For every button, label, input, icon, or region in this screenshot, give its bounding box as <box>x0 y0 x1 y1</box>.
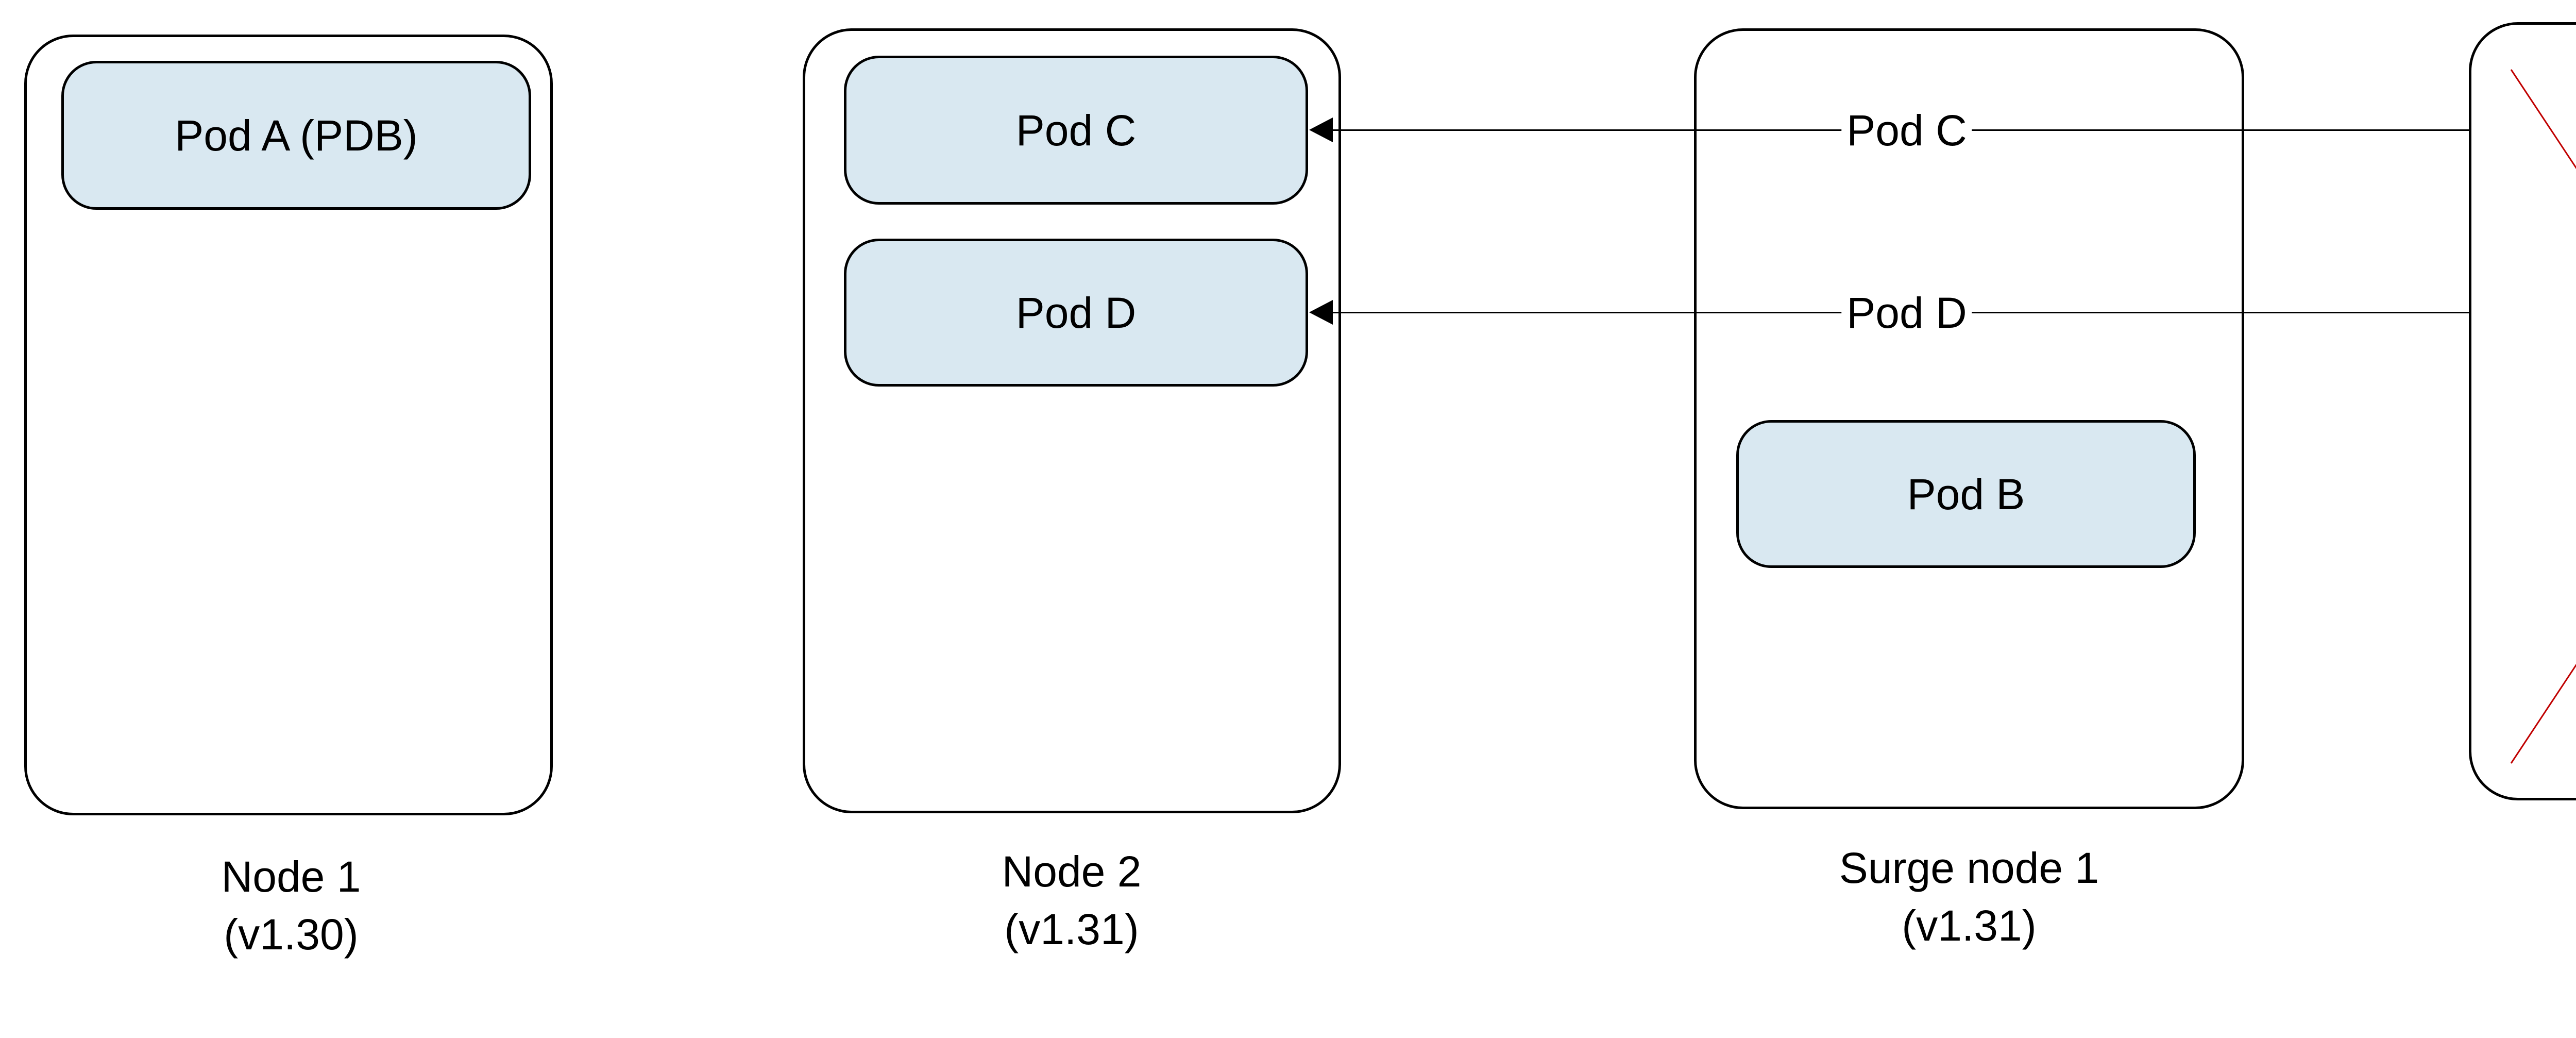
node-1-caption: Node 1 (v1.30) <box>222 848 361 963</box>
caption-line: (v1.31) <box>1902 901 2037 950</box>
node-2-caption: Node 2 (v1.31) <box>1002 843 1142 958</box>
pod-d-label: Pod D <box>1015 288 1137 337</box>
surge-node-1-caption: Surge node 1 (v1.31) <box>1839 839 2099 955</box>
pod-b-label: Pod B <box>1907 470 2025 518</box>
pod-a-label: Pod A (PDB) <box>175 111 418 160</box>
deletion-x-icon <box>2510 69 2576 764</box>
pod-d-box: Pod D <box>844 239 1308 387</box>
surge-node-2-box <box>2469 22 2576 800</box>
caption-line: (v1.30) <box>224 910 359 959</box>
caption-line: Node 1 <box>221 852 361 901</box>
arrow-label-pod-c: Pod C <box>1841 106 1972 154</box>
pod-c-box: Pod C <box>844 56 1308 205</box>
caption-line: Surge node 1 <box>1839 844 2099 892</box>
pod-b-box: Pod B <box>1736 420 2196 568</box>
pod-c-label: Pod C <box>1015 106 1137 155</box>
caption-line: Node 2 <box>1002 847 1142 896</box>
caption-line: (v1.31) <box>1004 905 1139 953</box>
arrowhead-left-icon <box>1309 118 1333 142</box>
surge-node-1-box <box>1694 28 2244 809</box>
pod-a-box: Pod A (PDB) <box>61 61 531 210</box>
arrow-label-pod-d: Pod D <box>1841 289 1972 337</box>
arrowhead-left-icon <box>1309 300 1333 325</box>
